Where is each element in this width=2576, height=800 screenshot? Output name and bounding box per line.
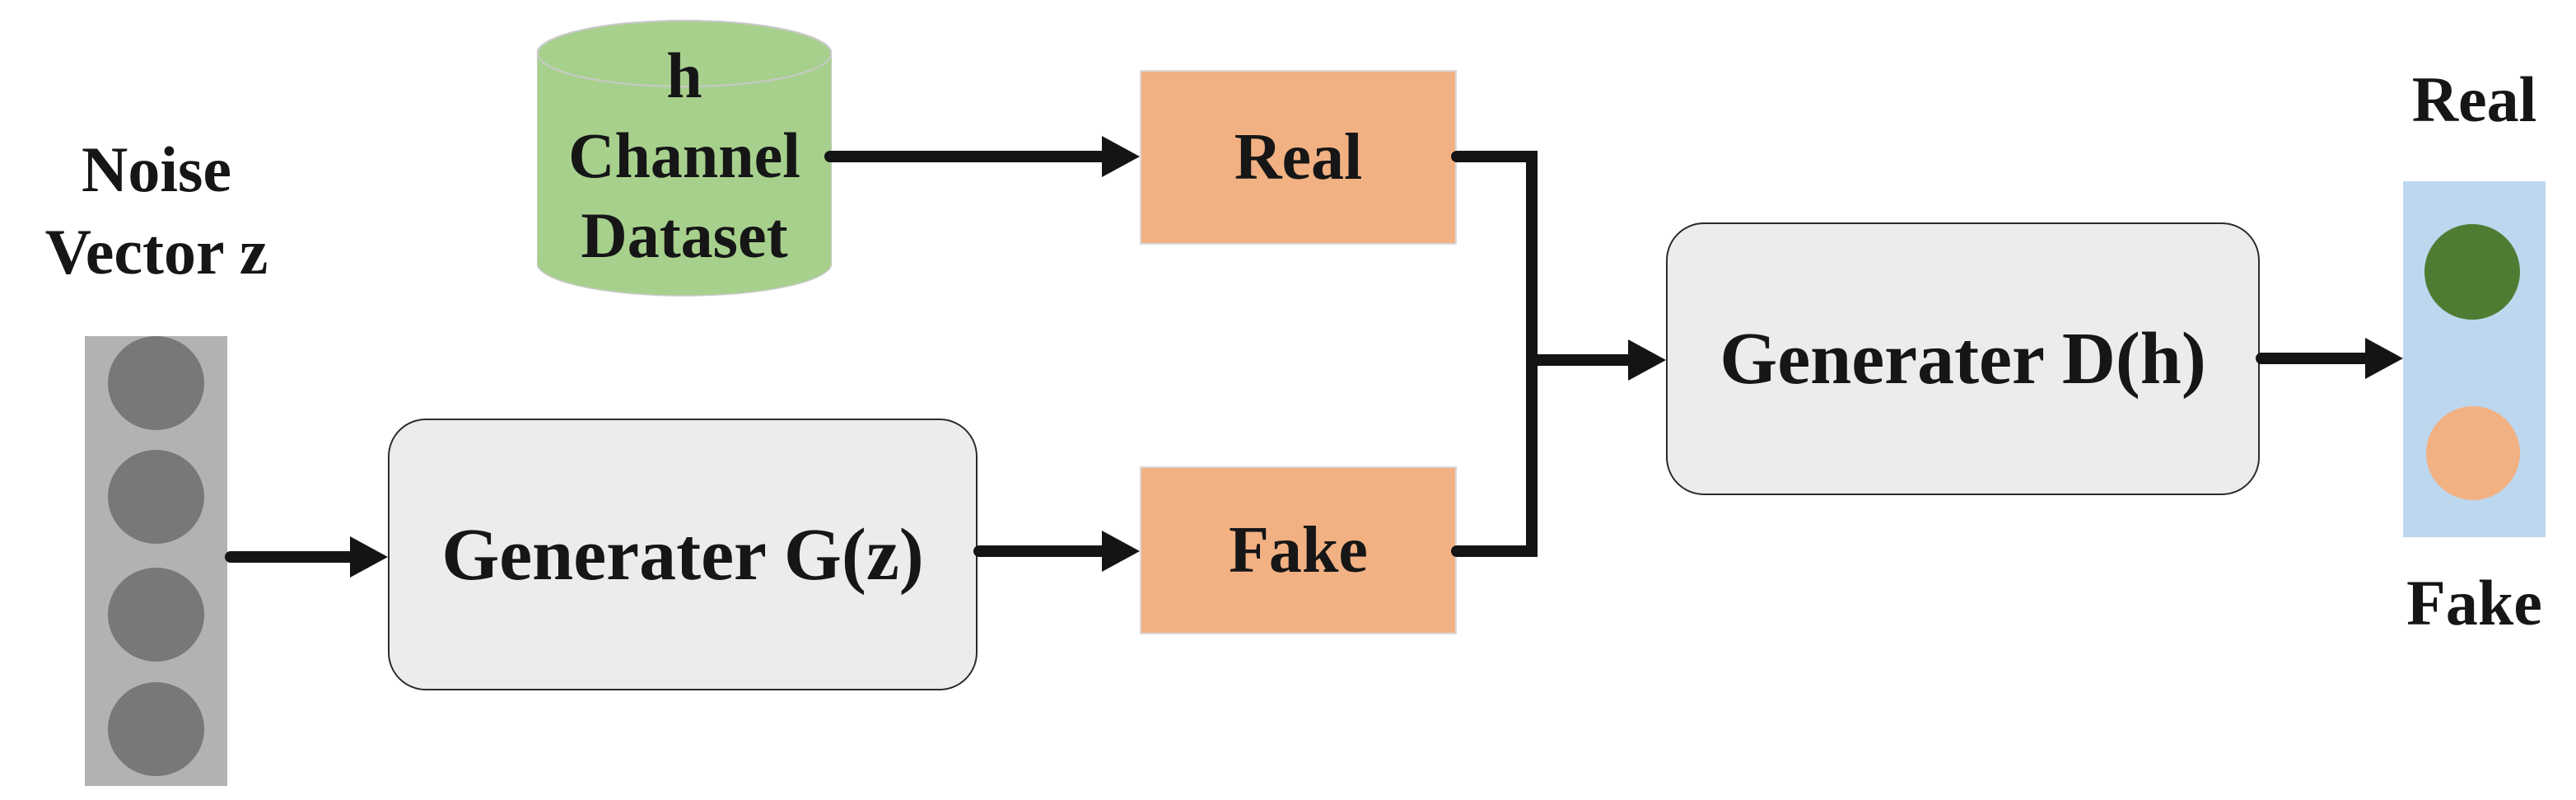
noise-dot xyxy=(108,450,204,544)
noise-dot xyxy=(108,682,204,776)
noise-vector-label: Noise Vector z xyxy=(0,129,313,293)
dataset-cylinder-label: h Channel Dataset xyxy=(537,35,832,275)
dataset-cylinder-top-rim xyxy=(537,20,832,87)
fake-sample-box-label: Fake xyxy=(1229,513,1368,587)
discriminator-box: Generater D(h) xyxy=(1666,222,2260,495)
dataset-cylinder xyxy=(537,20,832,297)
arrow-discriminator-to-output xyxy=(2256,338,2403,379)
discriminator-box-label: Generater D(h) xyxy=(1720,318,2206,400)
arrow-junction-to-discriminator xyxy=(1530,339,1666,381)
noise-dot xyxy=(108,336,204,430)
noise-vector-label-line1: Noise xyxy=(82,133,231,205)
noise-vector-label-line2: Vector z xyxy=(44,216,268,288)
real-sample-box: Real xyxy=(1140,70,1457,245)
arrow-dataset-to-real xyxy=(824,136,1140,177)
dataset-label-line2: Channel xyxy=(568,119,800,191)
output-real-label: Real xyxy=(2411,63,2537,135)
dataset-label-line1: h xyxy=(666,40,702,111)
output-fake-label: Fake xyxy=(2406,567,2542,639)
fake-output-dot xyxy=(2426,406,2520,500)
noise-dot xyxy=(108,568,204,662)
fake-sample-box: Fake xyxy=(1140,466,1457,634)
generator-box-label: Generater G(z) xyxy=(441,513,924,596)
real-output-dot xyxy=(2424,224,2520,320)
arrow-noise-to-generator xyxy=(225,536,388,578)
output-panel xyxy=(2403,181,2546,537)
arrow-generator-to-fake xyxy=(973,531,1140,572)
dataset-label-line3: Dataset xyxy=(581,199,788,271)
connector-real-fake-junction xyxy=(1451,151,1538,557)
real-sample-box-label: Real xyxy=(1234,120,1363,194)
noise-vector-bar xyxy=(85,336,227,786)
generator-box: Generater G(z) xyxy=(388,419,978,690)
